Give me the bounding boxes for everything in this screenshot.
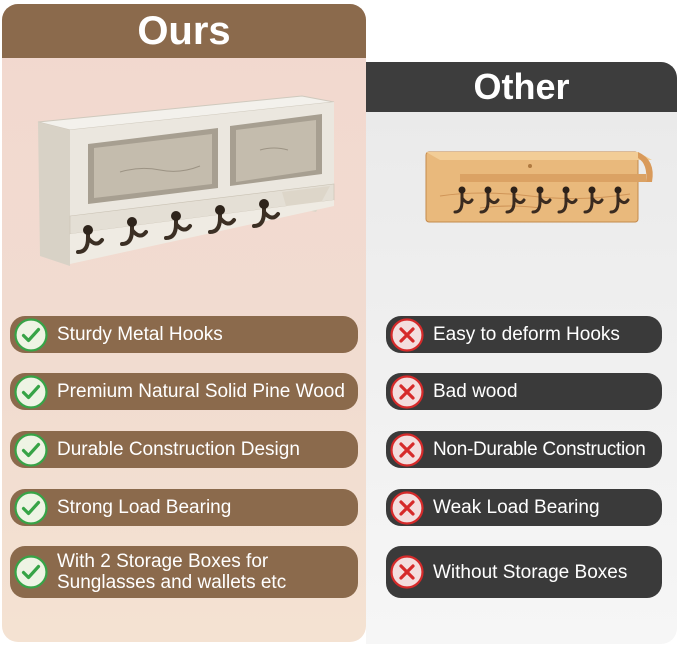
x-circle-icon — [390, 490, 424, 525]
feature-label: With 2 Storage Boxes for Sunglasses and … — [57, 551, 287, 593]
other-feature-bad-wood: Bad wood — [386, 373, 662, 410]
ours-shelf-image — [37, 95, 335, 266]
feature-label: Durable Construction Design — [57, 439, 300, 460]
other-feature-non-durable: Non-Durable Construction — [386, 431, 662, 468]
feature-label: Bad wood — [433, 381, 518, 402]
ours-title: Ours — [2, 4, 366, 58]
x-circle-icon — [390, 432, 424, 467]
check-circle-icon — [14, 490, 48, 525]
ours-feature-pine-wood: Premium Natural Solid Pine Wood — [10, 373, 358, 410]
feature-label: Sturdy Metal Hooks — [57, 324, 223, 345]
check-circle-icon — [14, 374, 48, 409]
other-shelf-image — [425, 151, 653, 223]
other-feature-deform-hooks: Easy to deform Hooks — [386, 316, 662, 353]
other-feature-weak-load: Weak Load Bearing — [386, 489, 662, 526]
x-circle-icon — [390, 317, 424, 352]
check-circle-icon — [14, 317, 48, 352]
feature-label: Premium Natural Solid Pine Wood — [57, 381, 345, 402]
feature-label: Without Storage Boxes — [433, 561, 628, 583]
ours-feature-load-bearing: Strong Load Bearing — [10, 489, 358, 526]
x-circle-icon — [390, 555, 424, 589]
other-title: Other — [366, 62, 677, 112]
check-circle-icon — [14, 432, 48, 467]
x-circle-icon — [390, 374, 424, 409]
other-feature-no-storage: Without Storage Boxes — [386, 546, 662, 598]
feature-label: Weak Load Bearing — [433, 497, 600, 518]
feature-label: Easy to deform Hooks — [433, 324, 620, 345]
ours-feature-durable-construction: Durable Construction Design — [10, 431, 358, 468]
check-circle-icon — [14, 555, 48, 589]
feature-label: Strong Load Bearing — [57, 497, 232, 518]
feature-label: Non-Durable Construction — [433, 439, 646, 460]
ours-feature-storage-boxes: With 2 Storage Boxes for Sunglasses and … — [10, 546, 358, 598]
ours-feature-sturdy-hooks: Sturdy Metal Hooks — [10, 316, 358, 353]
